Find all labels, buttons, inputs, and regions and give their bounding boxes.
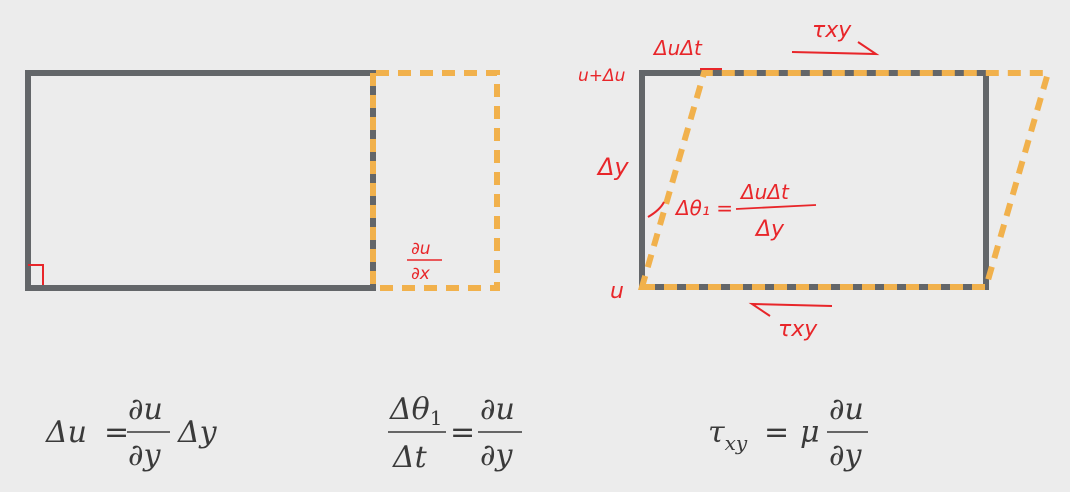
- eq2-denominator-1: Δt: [392, 440, 428, 475]
- panel-2-top-left-label: u+Δu: [578, 66, 626, 86]
- equation-1: Δu = ∂u ∂y Δy: [45, 392, 218, 473]
- eq1-equals: =: [104, 415, 129, 450]
- eq1-numerator: ∂u: [128, 392, 163, 427]
- panel-2-angle-num: ΔuΔt: [739, 180, 790, 204]
- eq1-rhs: Δy: [177, 415, 218, 450]
- eq2-equals: =: [450, 415, 475, 450]
- eq1-denominator: ∂y: [128, 438, 162, 473]
- eq1-lhs: Δu: [45, 415, 87, 450]
- eq3-numerator: ∂u: [829, 392, 864, 427]
- panel-1-dx-label: ∂x: [411, 264, 431, 284]
- panel-2-bottom-shear-label: τxy: [778, 317, 818, 342]
- panel-2-bottom-left-label: u: [610, 279, 624, 304]
- eq2-numerator-1: Δθ1: [389, 392, 442, 430]
- panel-1-du-label: ∂u: [411, 239, 431, 259]
- panel-2-angle-arc-icon: [647, 201, 665, 218]
- eq3-coefficient: μ: [800, 415, 820, 450]
- panel-2-top-label: ΔuΔt: [652, 36, 703, 60]
- eq2-numerator-2: ∂u: [480, 392, 515, 427]
- eq2-denominator-2: ∂y: [480, 438, 514, 473]
- eq3-lhs: τxy: [708, 415, 748, 455]
- right-angle-mark-icon: [28, 264, 44, 285]
- panel-2-original-box: [639, 70, 989, 290]
- panel-1-stretched-box: [376, 70, 500, 291]
- panel-2-angle-den: Δy: [754, 217, 785, 242]
- panel-2-angle-fraction-bar: [735, 204, 817, 210]
- eq3-denominator: ∂y: [829, 438, 863, 473]
- panel-2-side-label: Δy: [596, 153, 629, 181]
- equation-2: Δθ1 Δt = ∂u ∂y: [388, 392, 522, 475]
- panel-2-sheared-parallelogram: [638, 70, 1052, 290]
- panel-1-original-box: [25, 70, 376, 291]
- panel-1-deformation: ∂u ∂x: [25, 70, 500, 291]
- panel-2-top-shear-arrow-icon: [791, 41, 880, 56]
- panel-2-top-shear-label: τxy: [812, 18, 852, 43]
- eq3-equals: =: [764, 415, 789, 450]
- panel-2-shear: ΔuΔt u+Δu Δy u τxy τxy Δθ₁ = ΔuΔt Δy: [578, 18, 1052, 342]
- panel-2-bottom-shear-arrow-icon: [748, 302, 833, 317]
- panel-2-angle-lhs: Δθ₁ =: [674, 196, 733, 220]
- equation-3: τxy = μ ∂u ∂y: [708, 392, 868, 473]
